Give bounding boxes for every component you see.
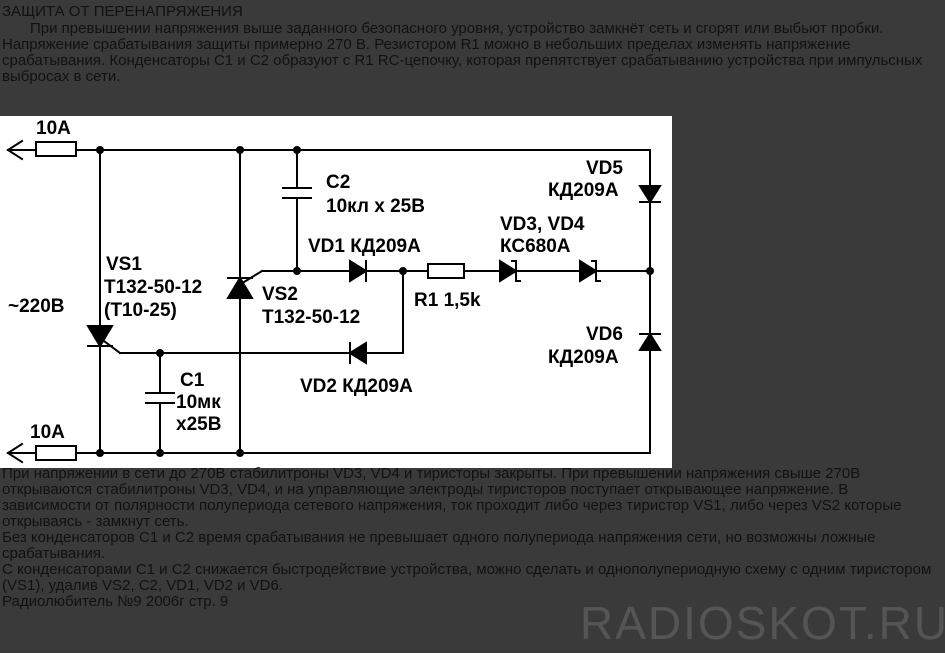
vd6-type-label: КД209А <box>548 347 619 368</box>
vd1-label: VD1 КД209А <box>308 236 421 257</box>
description: При напряжении в сети до 270В стабилитро… <box>2 466 937 610</box>
vs2-name-label: VS2 <box>262 284 298 305</box>
mains-terminal-bottom-icon <box>6 442 37 464</box>
vd5-type-label: КД209А <box>548 180 619 201</box>
c1-value-label: 10мк <box>176 392 221 413</box>
vs1-type-label: Т132-50-12 <box>104 277 202 298</box>
fuse-bottom-label: 10A <box>30 422 65 443</box>
page-title: ЗАЩИТА ОТ ПЕРЕНАПРЯЖЕНИЯ <box>2 3 243 20</box>
mains-terminal-top-icon <box>6 139 37 161</box>
resistor-r1-icon <box>427 263 465 279</box>
source-citation: Радиолюбитель №9 2006г стр. 9 <box>2 593 229 610</box>
vs2-type-label: Т132-50-12 <box>262 307 360 328</box>
vd34-type-label: КС680А <box>500 236 571 257</box>
fuse-bottom-icon <box>35 445 77 461</box>
vs1-name-label: VS1 <box>106 254 142 275</box>
diode-vd1-icon <box>349 259 368 283</box>
diode-vd6-icon <box>638 332 662 351</box>
thyristor-vs2-icon <box>226 269 264 299</box>
circuit-schematic: 10A 10A ~220B C2 10кл x 25B VD5 КД209А V… <box>0 116 672 468</box>
intro-paragraph: При превышении напряжения выше заданного… <box>2 20 923 85</box>
vs1-alt-label: (Т10-25) <box>104 300 177 321</box>
fuse-top-label: 10A <box>36 118 71 139</box>
fuse-top-icon <box>35 141 77 157</box>
c1-name-label: C1 <box>180 370 205 391</box>
vd2-label: VD2 КД209А <box>300 376 413 397</box>
site-watermark: RADIOSKOT.RU <box>580 597 945 649</box>
capacitor-c1-icon <box>145 392 175 404</box>
c2-value-label: 10кл x 25B <box>326 196 425 217</box>
c2-name-label: C2 <box>326 172 350 193</box>
junction-dots <box>96 146 654 457</box>
thyristor-vs1-icon <box>86 325 122 355</box>
capacitor-c2-icon <box>282 187 312 199</box>
diode-vd5-icon <box>638 185 662 204</box>
diode-vd2-icon <box>348 341 367 365</box>
description-paragraph-1: При напряжении в сети до 270В стабилитро… <box>2 465 902 530</box>
vd5-name-label: VD5 <box>586 158 623 179</box>
mains-label: ~220B <box>8 296 65 317</box>
vd6-name-label: VD6 <box>586 324 623 345</box>
description-paragraph-3: С конденсаторами C1 и C2 снижается быстр… <box>2 561 932 594</box>
r1-label: R1 1,5k <box>414 290 481 311</box>
description-paragraph-2: Без конденсаторов C1 и C2 время срабатыв… <box>2 529 876 562</box>
c1-voltage-label: x25B <box>176 414 221 435</box>
vd34-name-label: VD3, VD4 <box>500 214 585 235</box>
